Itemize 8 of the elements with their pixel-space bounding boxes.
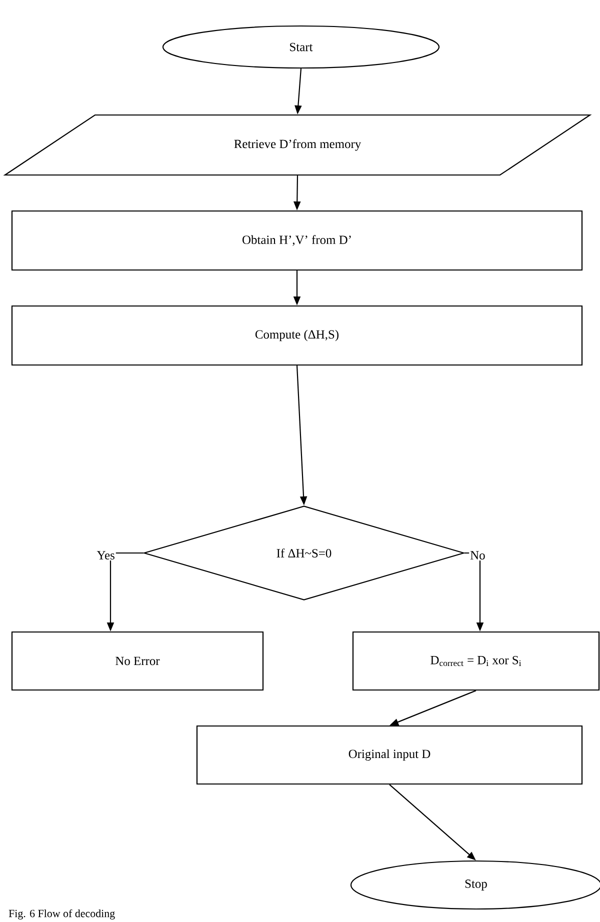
edge-label: Yes bbox=[96, 550, 116, 560]
process-box: Original input D bbox=[196, 725, 583, 785]
process-box: No Error bbox=[11, 631, 264, 691]
caption: Fig. 6 Flow of decoding bbox=[8, 909, 115, 920]
process-box: Obtain H’,V’ from D’ bbox=[11, 210, 583, 271]
process-box: Compute (ΔH,S) bbox=[11, 305, 583, 366]
edge-label: No bbox=[469, 550, 486, 560]
process-box: D$_{correct}$ = D$_{i}$ xor S$_{i}$ bbox=[352, 631, 600, 691]
